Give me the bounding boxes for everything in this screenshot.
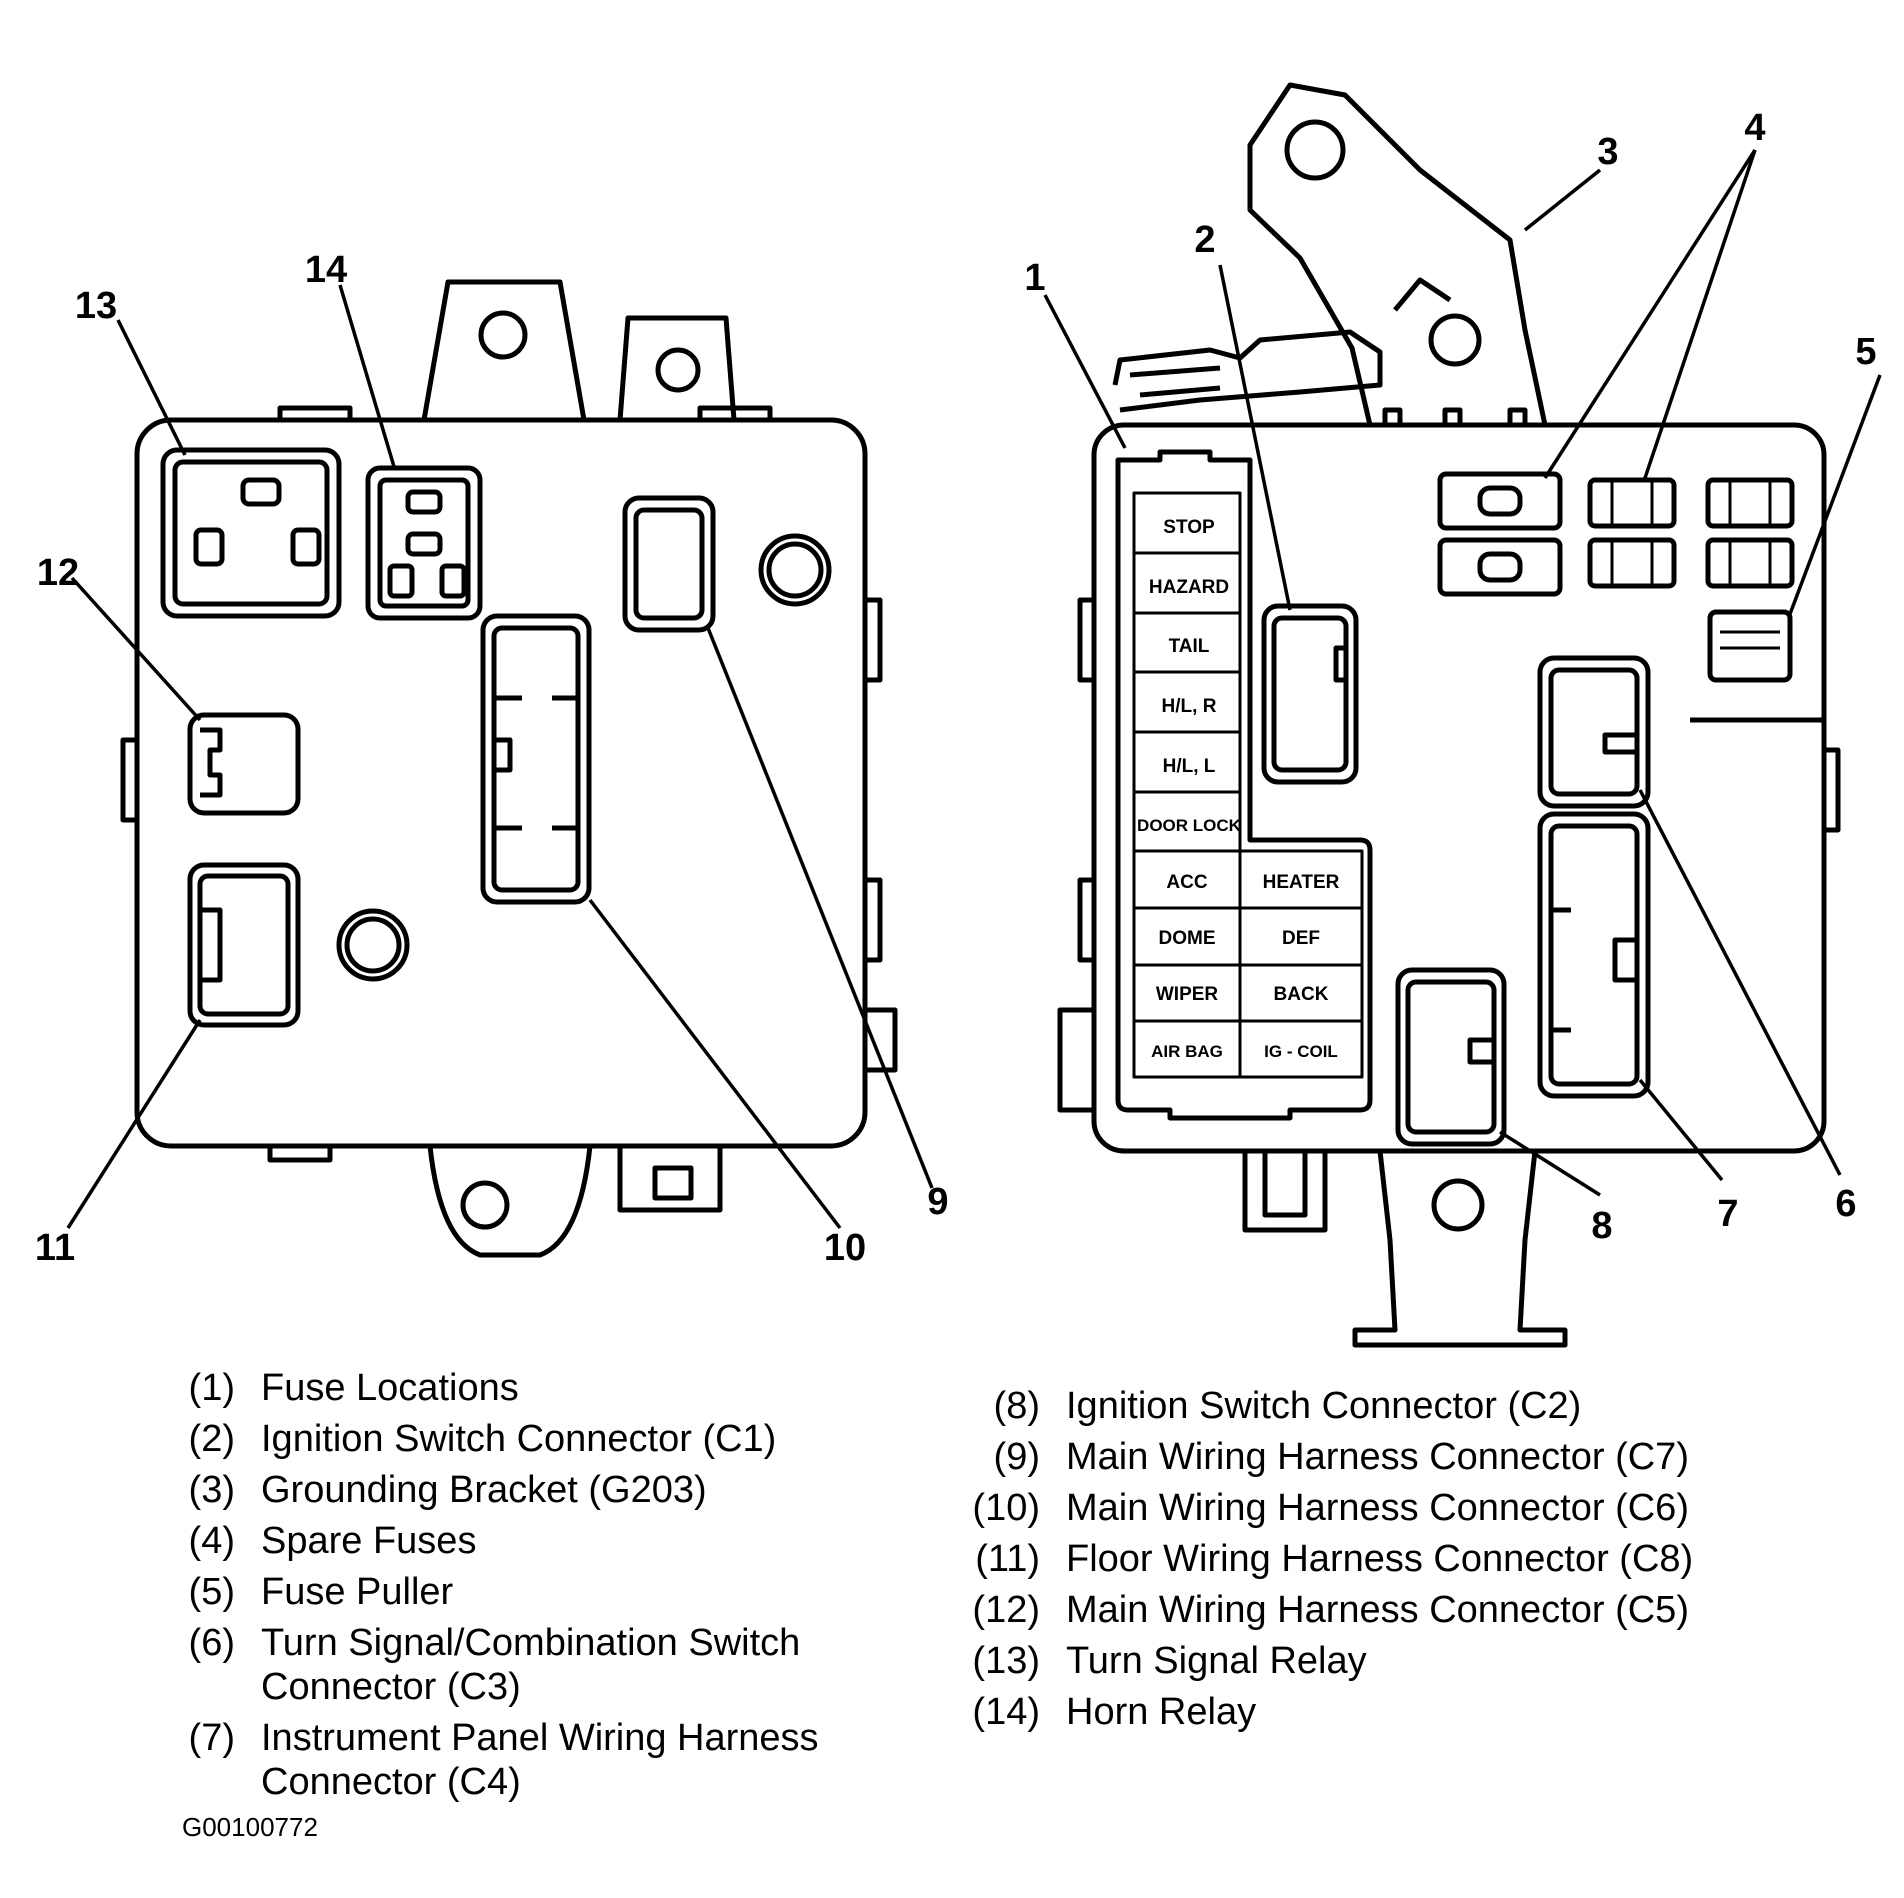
legend-item: (10) Main Wiring Harness Connector (C6): [960, 1486, 1693, 1530]
horn-relay: [365, 465, 483, 621]
connector-c1: [1261, 603, 1359, 785]
legend-num: (6): [188, 1622, 235, 1664]
legend-item: (13) Turn Signal Relay: [960, 1639, 1693, 1683]
legend-item: (5) Fuse Puller: [175, 1570, 819, 1614]
legend-num: (12): [972, 1589, 1040, 1631]
fuse-label-hazard: HAZARD: [1149, 577, 1229, 598]
legend-item: (11) Floor Wiring Harness Connector (C8): [960, 1537, 1693, 1581]
callout-12: 12: [37, 552, 79, 594]
legend-num: (4): [188, 1520, 235, 1562]
connector-c8: [187, 862, 301, 1028]
fuse-label-tail: TAIL: [1169, 636, 1210, 657]
legend-item: (3) Grounding Bracket (G203): [175, 1468, 819, 1512]
legend-num: (10): [972, 1487, 1040, 1529]
legend-item: (12) Main Wiring Harness Connector (C5): [960, 1588, 1693, 1632]
callout-5: 5: [1855, 331, 1876, 373]
legend-text: Main Wiring Harness Connector (C7): [1066, 1436, 1689, 1478]
legend-text: Ignition Switch Connector (C2): [1066, 1385, 1582, 1427]
spare-fuses: [1437, 471, 1795, 597]
connector-c6: [480, 613, 592, 905]
legend-text: Spare Fuses: [261, 1520, 477, 1562]
legend-item: (1) Fuse Locations: [175, 1366, 819, 1410]
legend-text: Main Wiring Harness Connector (C6): [1066, 1487, 1689, 1529]
fuse-label-def: DEF: [1282, 928, 1320, 949]
callout-9: 9: [927, 1181, 948, 1223]
fuse-label-hl-r: H/L, R: [1162, 696, 1217, 717]
fuse-label-dome: DOME: [1159, 928, 1216, 949]
callout-6: 6: [1835, 1183, 1856, 1225]
legend-text: Main Wiring Harness Connector (C5): [1066, 1589, 1689, 1631]
legend-item: (2) Ignition Switch Connector (C1): [175, 1417, 819, 1461]
legend-item: (14) Horn Relay: [960, 1690, 1693, 1734]
fuse-label-heater: HEATER: [1263, 872, 1340, 893]
fuse-label-air-bag: AIR BAG: [1151, 1042, 1223, 1061]
legend-num: (14): [972, 1691, 1040, 1733]
connector-c3: [1537, 655, 1651, 809]
legend-text: Fuse Locations: [261, 1367, 519, 1409]
legend-text: Fuse Puller: [261, 1571, 454, 1613]
callout-4: 4: [1744, 107, 1765, 149]
fuse-block-diagram: STOP HAZARD TAIL H/L, R H/L, L DOOR LOCK…: [35, 82, 1882, 1348]
leader-lines: [66, 149, 1882, 1230]
legend-num: (3): [188, 1469, 235, 1511]
legend-num: (13): [972, 1640, 1040, 1682]
callout-3: 3: [1597, 131, 1618, 173]
legend-item: (4) Spare Fuses: [175, 1519, 819, 1563]
callout-2: 2: [1194, 219, 1215, 261]
turn-signal-relay: [160, 447, 342, 619]
left-fuse-block: [120, 279, 898, 1258]
grounding-bracket: [1247, 82, 1548, 426]
callout-7: 7: [1717, 1193, 1738, 1235]
legend-num: (1): [188, 1367, 235, 1409]
callout-14: 14: [305, 249, 347, 291]
fuse-label-acc: ACC: [1166, 872, 1207, 893]
connector-c7: [622, 495, 716, 633]
legend-right: (8) Ignition Switch Connector (C2) (9) Mai…: [960, 1384, 1693, 1741]
legend-item: (9) Main Wiring Harness Connector (C7): [960, 1435, 1693, 1479]
callout-13: 13: [75, 285, 117, 327]
legend-num: (8): [993, 1385, 1040, 1427]
legend-text: Floor Wiring Harness Connector (C8): [1066, 1538, 1694, 1580]
fuse-label-back: BACK: [1274, 984, 1329, 1005]
legend-text-continued: Connector (C3): [261, 1666, 521, 1708]
fuse-label-hl-l: H/L, L: [1163, 756, 1216, 777]
figure-id: G00100772: [182, 1812, 318, 1842]
legend-num: (2): [188, 1418, 235, 1460]
legend-text: Turn Signal Relay: [1066, 1640, 1367, 1682]
callout-11: 11: [35, 1227, 75, 1269]
callout-8: 8: [1591, 1205, 1612, 1247]
legend-left: (1) Fuse Locations (2) Ignition Switch Con…: [175, 1366, 819, 1811]
legend-text: Instrument Panel Wiring Harness: [261, 1717, 819, 1759]
callout-1: 1: [1024, 257, 1045, 299]
connector-c5: [187, 712, 301, 816]
connector-c4: [1537, 811, 1651, 1099]
legend-text: Grounding Bracket (G203): [261, 1469, 707, 1511]
legend-text: Ignition Switch Connector (C1): [261, 1418, 777, 1460]
legend-item: (8) Ignition Switch Connector (C2): [960, 1384, 1693, 1428]
legend-num: (7): [188, 1717, 235, 1759]
legend-num: (9): [993, 1436, 1040, 1478]
legend-text: Horn Relay: [1066, 1691, 1257, 1733]
legend-num: (5): [188, 1571, 235, 1613]
fuse-label-door-lock: DOOR LOCK: [1137, 816, 1242, 835]
legend-num: (11): [975, 1538, 1040, 1580]
callout-10: 10: [824, 1227, 866, 1269]
fuse-label-wiper: WIPER: [1156, 984, 1219, 1005]
fuse-label-ig-coil: IG - COIL: [1264, 1042, 1338, 1061]
fuse-puller: [1707, 609, 1793, 683]
fuse-label-stop: STOP: [1163, 517, 1215, 538]
connector-c2: [1395, 967, 1507, 1147]
right-fuse-block: [1057, 82, 1841, 1348]
legend-text: Turn Signal/Combination Switch: [261, 1622, 801, 1664]
legend-text-continued: Connector (C4): [261, 1761, 521, 1803]
